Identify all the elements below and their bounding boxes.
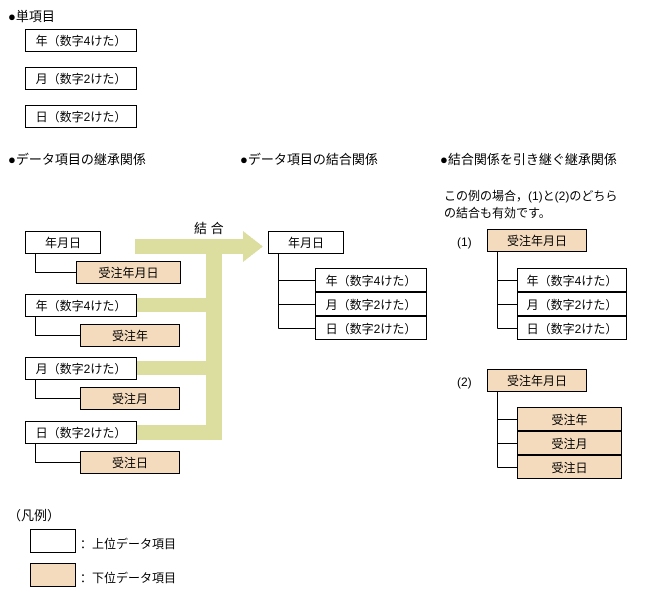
inherit-parent-year: 年（数字4けた） [25,294,137,317]
section-title-inherited-combination: ●結合関係を引き継ぐ継承関係 [440,152,617,167]
legend-upper-swatch [30,529,76,553]
example-1-label: (1) [457,235,472,249]
ex2-child-order-day: 受注日 [517,455,622,479]
ex2-child-order-year: 受注年 [517,407,622,431]
inherit-parent-month: 月（数字2けた） [25,357,137,380]
inherit-parent-ymd: 年月日 [25,231,101,254]
inherited-note-line2: の結合も有効です。 [444,206,551,220]
inherit-child-order-ymd: 受注年月日 [76,261,181,284]
ex2-root-order-ymd: 受注年月日 [487,369,587,392]
legend-title: （凡例） [8,508,61,523]
example-2-label: (2) [457,375,472,389]
inherited-note-line1: この例の場合，(1)と(2)のどちら [444,189,618,203]
legend-lower-label: ：下位データ項目 [80,571,177,585]
single-item-year: 年（数字4けた） [25,29,137,52]
connector-inherit-2 [35,317,80,336]
combination-child-month: 月（数字2けた） [315,292,427,316]
combination-child-day: 日（数字2けた） [315,316,427,340]
ex1-root-order-ymd: 受注年月日 [487,229,587,252]
ex1-child-day: 日（数字2けた） [517,316,627,340]
combination-root-ymd: 年月日 [268,231,344,254]
connector-inherit-4 [35,444,80,463]
ex1-child-year: 年（数字4けた） [517,268,627,292]
inherit-child-order-day: 受注日 [80,451,180,474]
section-title-single-items: ●単項目 [8,9,55,24]
section-title-inheritance: ●データ項目の継承関係 [8,152,146,167]
inherit-child-order-month: 受注月 [80,387,180,410]
connector-inherit-1 [35,254,76,273]
inherit-parent-day: 日（数字2けた） [25,421,137,444]
ex2-child-order-month: 受注月 [517,431,622,455]
single-item-month: 月（数字2けた） [25,67,137,90]
legend-lower-swatch [30,563,76,587]
connector-inherit-3 [35,380,80,399]
combination-child-year: 年（数字4けた） [315,268,427,292]
inherit-child-order-year: 受注年 [80,324,180,347]
section-title-combination: ●データ項目の結合関係 [240,152,378,167]
legend-upper-label: ：上位データ項目 [80,537,177,551]
single-item-day: 日（数字2けた） [25,105,137,128]
ex1-child-month: 月（数字2けた） [517,292,627,316]
merge-arrow-label: 結 合 [194,221,224,236]
